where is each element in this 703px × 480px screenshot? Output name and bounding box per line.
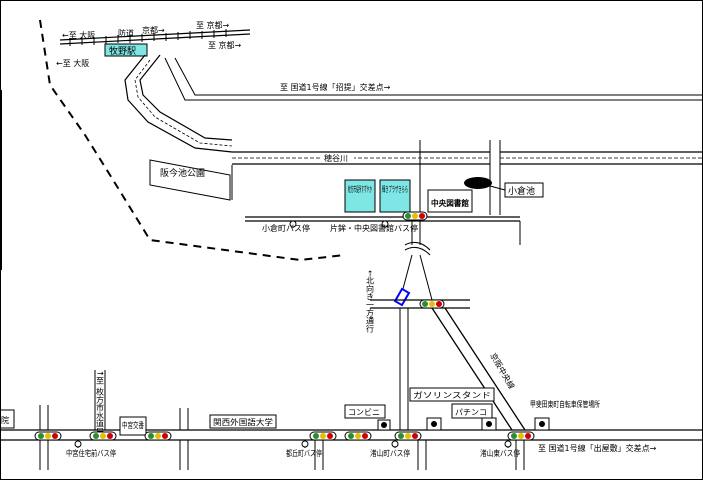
bike-parking-dot: [539, 421, 545, 427]
rail-top-left-label: ←至 大阪: [62, 30, 95, 40]
konbini-box: [344, 404, 386, 419]
rail-top-far-right-label: 至 京都→: [196, 20, 230, 30]
rail-top-mid-label: 防道: [118, 28, 134, 38]
break-mark-bottom: [404, 246, 431, 256]
bus-stop-katahoko-label: 片鉾・中央図書館バス停: [330, 223, 418, 233]
gas-station-box: [409, 387, 495, 402]
gas-station-label: ガソリンスタンド: [413, 390, 491, 400]
park-label: 阪今池公園: [160, 167, 205, 179]
pachinko-label: パチンコ: [455, 408, 487, 417]
route1-top-label: 至 国道1号線「招提」交差点→: [280, 82, 391, 92]
university-box: [209, 414, 277, 429]
bus-stop-katahoko: [381, 220, 389, 228]
road-diagonal-east: [444, 307, 526, 431]
konbini-label: コンビニ: [348, 408, 380, 417]
konbini-dot: [381, 422, 387, 428]
bus-stop-nakamiya-label: 中宮住宅前バス停: [66, 448, 116, 458]
station-box: [104, 43, 148, 57]
one-way-label: ←北向き一方通行: [366, 270, 375, 334]
river-label: 穂谷川: [324, 153, 348, 163]
koban-box: [119, 416, 147, 436]
rail-bottom-right-label: 至 京都→: [208, 40, 242, 50]
road-to-route1-lower: [164, 57, 703, 101]
bus-stop-seiyama: [391, 440, 399, 448]
river-branch: [124, 54, 233, 153]
bus-stop-seiyama-east: [504, 440, 512, 448]
bike-parking-label: 甲斐田東町自転車保管場所: [530, 399, 600, 409]
traffic-light-north: [402, 211, 428, 221]
pachinko-dot: [486, 421, 492, 427]
break-mark-top: [404, 241, 431, 251]
traffic-light-south-7: [507, 431, 535, 441]
pond-leader-line: [489, 185, 506, 191]
traffic-light-south-3: [144, 431, 172, 441]
traffic-light-south-6: [394, 431, 422, 441]
city-office-box: [344, 179, 376, 213]
hospital-box: [0, 409, 15, 429]
pond-label-box: [504, 182, 544, 198]
bus-stop-nakamiya: [74, 440, 82, 448]
road-to-route1: [174, 57, 703, 96]
traffic-light-south-2: [89, 431, 117, 441]
koban-label: 中宮交番: [122, 420, 144, 430]
kyoto-road-label: 京阪中央線: [488, 351, 517, 391]
plaza-label: 輝きプラザきらら: [382, 184, 408, 194]
route1-bottom-label: 至 国道1号線「出屋敷」交差点→: [538, 443, 657, 453]
traffic-light-south-4: [309, 431, 337, 441]
rail-top-right-label: 京都→: [142, 25, 165, 35]
bus-stop-ogura-label: 小倉町バス停: [262, 223, 310, 233]
river-label-bg: [322, 153, 354, 163]
road-oneway-east: [419, 254, 433, 301]
bus-stop-seiyama-east-label: 渚山東バス停: [480, 448, 520, 458]
park-area: [149, 159, 231, 201]
bus-stop-miyaoka: [301, 440, 309, 448]
pachinko-box: [451, 403, 493, 419]
road-diagonal-west: [431, 307, 513, 431]
up-route-label: ↑至 枚方市水道局: [96, 370, 105, 436]
gas-station-dot: [431, 421, 437, 427]
university-label: 関西外国語大学: [213, 417, 273, 427]
city-office-label: 枚方市役所すずやか: [348, 184, 372, 194]
pond-shape: [464, 177, 492, 189]
station-label: 牧野駅: [109, 45, 136, 57]
plaza-box: [379, 179, 411, 213]
bus-stop-miyaoka-label: 都丘町バス停: [286, 448, 322, 458]
library-label: 中央図書館: [431, 198, 469, 208]
hospital-label: 院: [1, 415, 9, 425]
bus-stop-ogura: [289, 220, 297, 228]
railway: [59, 29, 251, 46]
traffic-light-south-5: [344, 431, 372, 441]
river-main: [232, 151, 703, 165]
rail-bottom-left-label: ←至 大阪: [56, 58, 89, 68]
bus-stop-seiyama-label: 渚山町バス停: [370, 448, 410, 458]
traffic-light-mid: [419, 299, 445, 309]
pond-label: 小倉池: [508, 185, 535, 197]
destination-marker: [393, 287, 411, 307]
boundary-dashed-line: [39, 19, 346, 262]
library-box: [427, 189, 473, 213]
traffic-light-south-1: [34, 431, 62, 441]
